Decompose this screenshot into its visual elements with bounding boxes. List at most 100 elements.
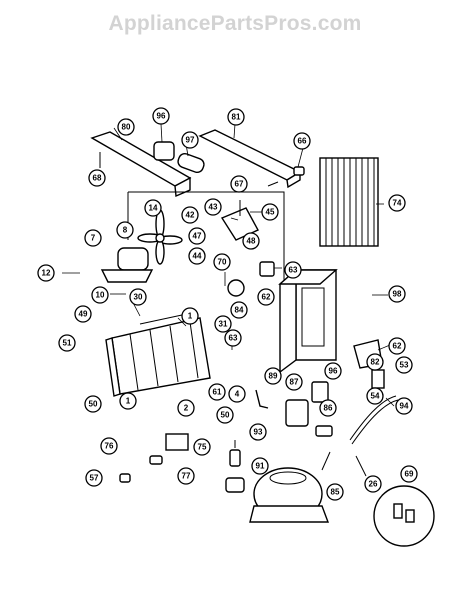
callout-circle [213,253,231,271]
callout-circle [188,227,206,245]
callout-circle [100,437,118,455]
callout-circle [177,467,195,485]
callout-label: 75 [198,443,207,452]
callout-label: 87 [290,378,299,387]
callout-label: 93 [254,428,263,437]
condenser-coil [319,157,379,247]
callout-50-32: 50 [84,395,102,413]
callout-label: 8 [123,226,128,235]
callout-circle [84,395,102,413]
callout-circle [364,475,382,493]
callout-circle [228,385,246,403]
condenser-lower [105,311,211,397]
ring-part [227,279,245,297]
callout-label: 98 [393,290,402,299]
callout-label: 62 [262,293,271,302]
callout-circle [400,465,418,483]
terminal-cover [315,425,333,437]
callout-94-40: 94 [395,397,413,415]
wire-26 [355,455,367,477]
callout-circle [84,229,102,247]
callout-42-9: 42 [181,206,199,224]
callout-label: 4 [235,390,240,399]
base-bracket [165,433,189,451]
callout-67-6: 67 [230,175,248,193]
wire-harness [349,395,399,445]
callout-label: 49 [79,310,88,319]
callout-circle [227,108,245,126]
callout-label: 47 [193,232,202,241]
callout-label: 85 [331,488,340,497]
callout-circle [326,483,344,501]
callout-label: 74 [393,199,402,208]
compressor [249,451,331,523]
callout-81-3: 81 [227,108,245,126]
callout-7-12: 7 [84,229,102,247]
callout-96-1: 96 [152,107,170,125]
callout-70-17: 70 [213,253,231,271]
callout-45-11: 45 [261,203,279,221]
callout-50-43: 50 [216,406,234,424]
callout-label: 57 [90,474,99,483]
callout-label: 69 [405,470,414,479]
callout-circle [116,221,134,239]
callout-84-27: 84 [230,301,248,319]
cabinet-box [278,268,338,374]
callout-circle [366,353,384,371]
callout-circle [85,469,103,487]
callout-circle [214,315,232,333]
callout-circle [181,131,199,149]
callout-label: 31 [219,320,228,329]
callout-circle [285,373,303,391]
callout-68-5: 68 [88,169,106,187]
callout-47-14: 47 [188,227,206,245]
callout-80-0: 80 [117,118,135,136]
callout-label: 51 [63,339,72,348]
callout-54-39: 54 [366,387,384,405]
callout-51-29: 51 [58,334,76,352]
callout-26-52: 26 [364,475,382,493]
callout-label: 82 [371,358,380,367]
right-plate [371,369,385,389]
callout-93-45: 93 [249,423,267,441]
callout-circle [193,438,211,456]
callout-circle [37,264,55,282]
callout-circle [216,406,234,424]
callout-75-47: 75 [193,438,211,456]
callout-96-38: 96 [324,362,342,380]
callout-label: 7 [91,234,96,243]
clip-part [293,166,305,176]
callout-circle [144,199,162,217]
callout-49-24: 49 [74,305,92,323]
callout-circle [152,107,170,125]
callout-label: 54 [371,392,380,401]
callout-circle [261,203,279,221]
callout-circle [319,399,337,417]
callout-circle [257,288,275,306]
callout-85-51: 85 [326,483,344,501]
callout-label: 63 [229,334,238,343]
small-part-57 [119,473,131,483]
callout-12-18: 12 [37,264,55,282]
callout-62-20: 62 [257,288,275,306]
start-device [225,440,245,493]
callout-circle [388,337,406,355]
watermark-text: AppliancePartsPros.com [108,12,362,35]
callout-label: 89 [269,372,278,381]
callout-circle [249,423,267,441]
capacitor [177,152,205,174]
grommet [259,261,275,277]
callout-1-25: 1 [181,307,199,325]
callout-62-28: 62 [388,337,406,355]
callout-44-16: 44 [188,247,206,265]
callout-66-4: 66 [293,132,311,150]
callout-77-49: 77 [177,467,195,485]
callout-label: 91 [256,462,265,471]
callout-label: 63 [289,266,298,275]
callout-31-26: 31 [214,315,232,333]
callout-label: 48 [247,237,256,246]
leader-lines [62,123,395,407]
callout-label: 42 [186,211,195,220]
